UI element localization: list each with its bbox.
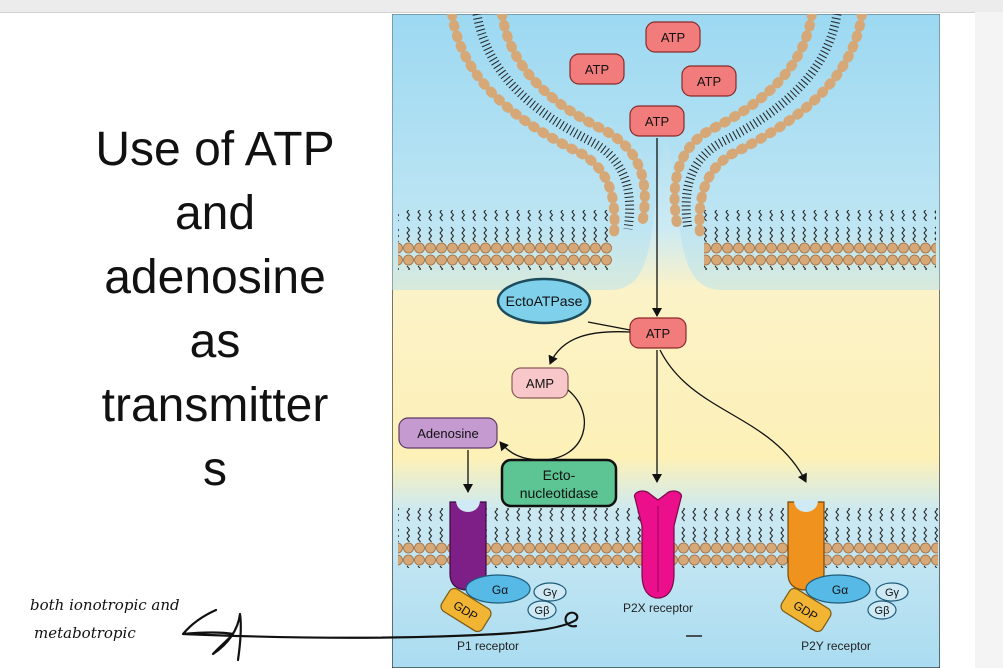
p1-gdp: GDP (440, 587, 492, 633)
vesicle-membrane-left-inner (497, 14, 650, 229)
ectoatpase-enzyme: EctoATPase (496, 277, 592, 325)
vesicle-atp-4: ATP (629, 105, 685, 137)
title-line-2: and (174, 187, 256, 240)
title-line-1: Use of ATP (95, 123, 335, 176)
p2y-g-alpha (805, 574, 871, 604)
svg-text:Gβ: Gβ (535, 605, 550, 617)
released-atp-label: ATP (646, 326, 670, 341)
p2y-gdp: GDP (780, 587, 832, 633)
ecto-nucleotidase-enzyme: Ecto- nucleotidase (500, 458, 618, 508)
slide-title: Use of ATP and adenosine as transmitter … (70, 118, 360, 502)
presynaptic-membrane-right (704, 210, 936, 270)
svg-text:Gγ: Gγ (885, 587, 900, 599)
vesicle-membrane-right-inner (669, 14, 817, 229)
note-line-2: metabotropic (34, 624, 136, 642)
vesicle-membrane-right (694, 14, 867, 239)
p1-g-gamma (533, 582, 567, 602)
ectoatpase-connector (587, 321, 631, 331)
vesicle-atp-1: ATP (645, 21, 701, 53)
vesicle-atp-2: ATP (569, 53, 625, 85)
note-line-1: both ionotropic and (30, 596, 180, 614)
atp-to-p2y-arrow (659, 349, 807, 483)
scroll-gutter (975, 12, 1003, 668)
title-line-4: as (189, 315, 241, 368)
window-top-bar (0, 0, 1003, 13)
atp-label: ATP (645, 114, 669, 129)
ectoatpase-label: EctoATPase (506, 293, 583, 309)
released-atp: ATP (629, 317, 687, 349)
p1-receptor: Gα Gγ Gβ GDP P1 receptor (440, 500, 567, 653)
vesicle-membrane-left (447, 14, 620, 239)
synapse-diagram: ATP ATP ATP ATP ATP EctoATPase AMP Adeno… (392, 14, 940, 668)
atp-label: ATP (661, 30, 685, 45)
svg-text:Gα: Gα (832, 583, 848, 597)
amp-molecule: AMP (511, 367, 569, 399)
handwritten-annotation: both ionotropic and metabotropic (30, 596, 579, 662)
p2y-receptor-label: P2Y receptor (801, 639, 871, 653)
p2y-g-gamma (875, 582, 909, 602)
p1-g-beta (527, 600, 557, 620)
svg-text:Gβ: Gβ (875, 605, 890, 617)
p2x-receptor: P2X receptor (623, 490, 693, 615)
p2y-g-beta (867, 600, 897, 620)
vesicle-tails-left (472, 14, 635, 230)
vesicle-atp-3: ATP (681, 65, 737, 97)
adenosine-molecule: Adenosine (398, 417, 498, 449)
p2x-receptor-label: P2X receptor (623, 601, 693, 615)
p2y-receptor: Gα Gγ Gβ GDP P2Y receptor (780, 500, 909, 653)
presynaptic-membrane-left (398, 210, 612, 270)
svg-text:Gα: Gα (492, 583, 508, 597)
adenosine-label: Adenosine (417, 426, 478, 441)
nucleotidase-line-1: Ecto- (543, 467, 576, 483)
title-line-6: s (203, 443, 227, 496)
atp-to-amp-arrow (548, 331, 631, 365)
title-line-5: transmitter (101, 379, 329, 432)
p1-receptor-label: P1 receptor (457, 639, 519, 653)
svg-text:Gγ: Gγ (543, 587, 558, 599)
atp-label: ATP (697, 74, 721, 89)
atp-label: ATP (585, 62, 609, 77)
p1-g-alpha (465, 574, 531, 604)
vesicle-tails-right (681, 14, 842, 230)
amp-label: AMP (526, 376, 554, 391)
nucleotidase-line-2: nucleotidase (520, 485, 599, 501)
title-line-3: adenosine (104, 251, 326, 304)
note-arrow-stroke (181, 608, 579, 662)
